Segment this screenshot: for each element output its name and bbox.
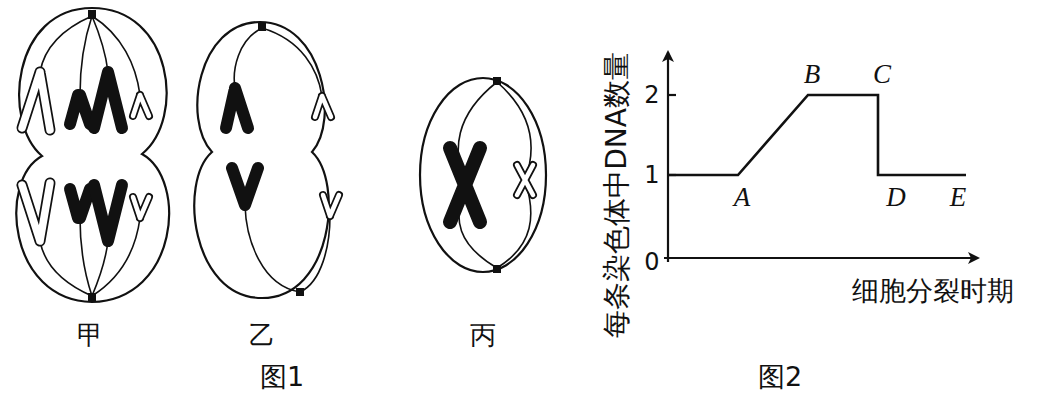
tick-label: 0 (644, 250, 659, 274)
cell-caption: 甲 (77, 322, 103, 348)
axis-title: 细胞分裂时期 (852, 277, 1014, 304)
axis-title: 每条染色体中DNA数量 (603, 52, 631, 338)
figure-caption: 图2 (758, 363, 802, 390)
point-label: B (804, 61, 821, 88)
tick-label: 2 (644, 83, 659, 107)
point-label: C (873, 61, 891, 88)
point-label: D (886, 184, 906, 211)
point-label: E (950, 184, 967, 211)
tick-label: 1 (644, 163, 659, 187)
cell-caption: 丙 (470, 322, 496, 348)
cell-caption: 乙 (249, 322, 275, 348)
figure-caption: 图1 (260, 363, 304, 390)
point-label: A (734, 184, 751, 211)
